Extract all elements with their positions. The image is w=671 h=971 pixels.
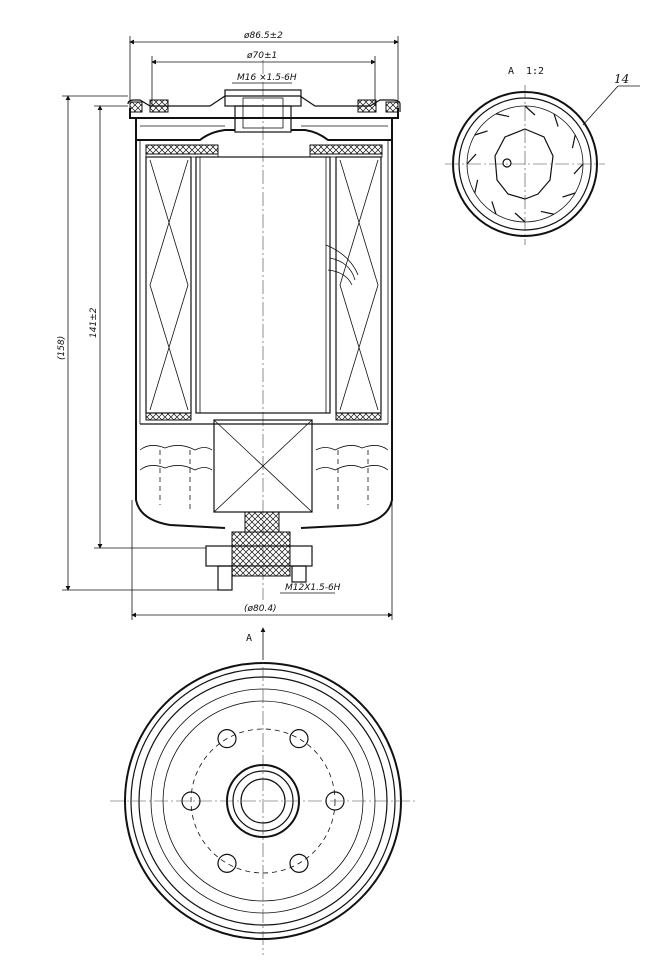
lower-end-cap-right — [335, 412, 382, 421]
bolt-hole — [217, 729, 237, 749]
section-a-tooth — [474, 179, 479, 194]
upper-end-cap-left — [145, 144, 219, 155]
bolt-hole — [289, 853, 309, 873]
section-a-tooth — [562, 192, 576, 198]
housing-walls — [135, 140, 393, 428]
section-a-scale: 1:2 — [526, 66, 544, 77]
upper-end-cap-right — [309, 144, 383, 155]
section-a-tooth — [514, 212, 526, 223]
top-nipple-body — [234, 105, 292, 133]
section-a-hole — [502, 158, 512, 168]
part-callout-leader — [582, 85, 619, 126]
section-a-tooth — [474, 130, 488, 136]
filter-media-right-x — [339, 159, 379, 411]
filter-media-left-x — [149, 159, 189, 411]
right-lid-seal — [385, 101, 399, 113]
bowl-ribs-top — [139, 445, 389, 451]
bowl-hidden-lines — [159, 450, 369, 510]
inner-diameter-label: ø70±1 — [246, 51, 277, 61]
bowl-ribs-mid — [139, 465, 389, 471]
view-arrow-label: A — [246, 633, 252, 644]
bolt-hole — [289, 729, 309, 749]
drain-valve-core — [231, 545, 291, 577]
front-section-view: ø86.5±2 ø70±1 M16 ×1.5-6H (158) 141±2 M1… — [57, 31, 401, 620]
sensor-block-x — [213, 419, 313, 513]
section-a-tooth — [571, 134, 576, 149]
drain-valve-mid — [231, 531, 291, 547]
left-lid-seal — [129, 101, 143, 113]
top-plate — [135, 118, 393, 141]
section-a-tooth — [553, 113, 559, 127]
lid-top-contour — [127, 95, 401, 112]
drain-valve-right-tab — [291, 565, 307, 583]
part-number-label: 14 — [614, 72, 629, 86]
bottom-diameter-label: (ø80.4) — [244, 604, 277, 614]
body-height-label: 141±2 — [89, 307, 99, 338]
lower-end-cap-left — [145, 412, 192, 421]
lid-outline — [129, 108, 399, 119]
top-nipple-bore — [242, 97, 284, 129]
left-gasket — [149, 99, 169, 113]
top-thread-label: M16 ×1.5-6H — [237, 73, 297, 83]
outer-diameter-label: ø86.5±2 — [243, 31, 283, 41]
housing-inner-walls — [139, 140, 389, 424]
filter-media-left — [145, 156, 192, 414]
section-a-label: A — [508, 66, 514, 77]
section-a-view: A 1:2 14 — [445, 66, 640, 245]
right-gasket — [357, 99, 377, 113]
total-height-label: (158) — [57, 336, 67, 360]
section-a-tooth — [466, 153, 477, 165]
section-a-tooth — [573, 163, 584, 175]
center-tube — [195, 156, 331, 414]
bottom-view: A — [110, 627, 416, 955]
section-a-tooth — [540, 210, 555, 215]
filter-media-right — [335, 156, 382, 414]
drain-valve-left-tab — [217, 565, 233, 591]
drain-valve-top — [244, 511, 280, 533]
section-a-tooth — [491, 201, 497, 215]
section-a-tooth — [524, 105, 536, 116]
bottom-thread-label: M12X1.5-6H — [285, 583, 341, 593]
section-a-tooth — [495, 113, 510, 118]
section-a-teeth — [466, 105, 584, 223]
bolt-hole — [217, 853, 237, 873]
